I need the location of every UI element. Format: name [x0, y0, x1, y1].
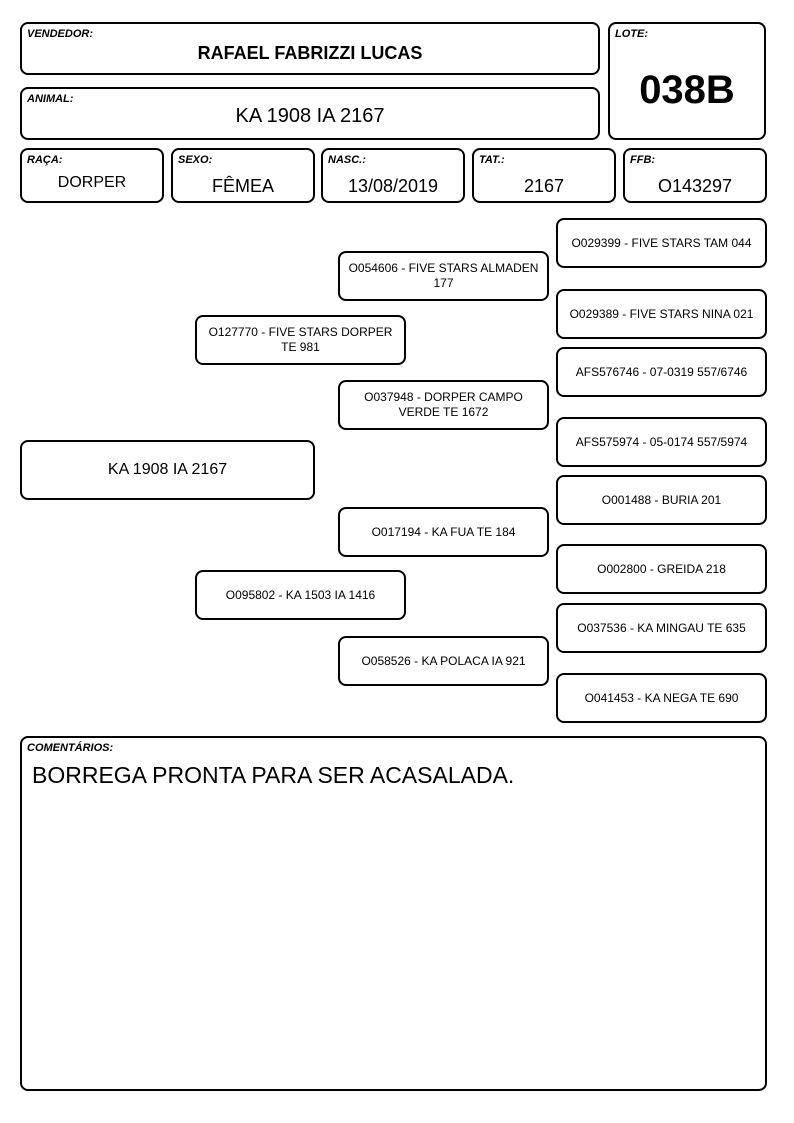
pedigree-animal: KA 1908 IA 2167 [20, 440, 315, 500]
nasc-label: NASC.: [328, 154, 366, 166]
animal-label: ANIMAL: [27, 93, 74, 105]
pedigree-ggp-4-text: AFS575974 - 05-0174 557/5974 [575, 434, 748, 449]
tat-value: 2167 [523, 176, 565, 196]
animal-box: ANIMAL: KA 1908 IA 2167 [20, 87, 600, 140]
pedigree-ggp-3: AFS576746 - 07-0319 557/6746 [556, 347, 767, 397]
pedigree-ggp-2: O029389 - FIVE STARS NINA 021 [556, 289, 767, 339]
pedigree-sire-dam: O037948 - DORPER CAMPO VERDE TE 1672 [338, 380, 549, 430]
vendedor-value: RAFAEL FABRIZZI LUCAS [197, 43, 423, 63]
nasc-value: 13/08/2019 [347, 176, 439, 196]
pedigree-ggp-4: AFS575974 - 05-0174 557/5974 [556, 417, 767, 467]
pedigree-ggp-7: O037536 - KA MINGAU TE 635 [556, 603, 767, 653]
comentarios-label: COMENTÁRIOS: [27, 742, 114, 754]
tat-label: TAT.: [479, 154, 505, 166]
vendedor-label: VENDEDOR: [27, 28, 94, 40]
sexo-box: SEXO: FÊMEA [171, 148, 315, 203]
pedigree-dam-sire: O017194 - KA FUA TE 184 [338, 507, 549, 557]
pedigree-ggp-2-text: O029389 - FIVE STARS NINA 021 [569, 306, 754, 321]
pedigree-dam-dam: O058526 - KA POLACA IA 921 [338, 636, 549, 686]
pedigree-dam-dam-text: O058526 - KA POLACA IA 921 [361, 653, 526, 668]
pedigree-sire-sire-text: O054606 - FIVE STARS ALMADEN 177 [348, 261, 539, 290]
pedigree-ggp-6: O002800 - GREIDA 218 [556, 544, 767, 594]
pedigree-ggp-1: O029399 - FIVE STARS TAM 044 [556, 218, 767, 268]
lote-box: LOTE: 038B [608, 22, 766, 140]
pedigree-ggp-5-text: O001488 - BURIA 201 [601, 492, 722, 507]
pedigree-dam: O095802 - KA 1503 IA 1416 [195, 570, 406, 620]
pedigree-ggp-8: O041453 - KA NEGA TE 690 [556, 673, 767, 723]
ffb-label: FFB: [630, 154, 656, 166]
comentarios-box: COMENTÁRIOS: BORREGA PRONTA PARA SER ACA… [20, 736, 767, 1091]
vendedor-box: VENDEDOR: RAFAEL FABRIZZI LUCAS [20, 22, 600, 75]
pedigree-ggp-6-text: O002800 - GREIDA 218 [597, 561, 726, 576]
pedigree-ggp-8-text: O041453 - KA NEGA TE 690 [584, 690, 739, 705]
comentarios-value: BORREGA PRONTA PARA SER ACASALADA. [32, 762, 515, 788]
animal-value: KA 1908 IA 2167 [235, 105, 385, 127]
raca-value: DORPER [57, 174, 127, 191]
raca-label: RAÇA: [27, 154, 63, 166]
pedigree-ggp-3-text: AFS576746 - 07-0319 557/6746 [575, 364, 748, 379]
pedigree-sire-text: O127770 - FIVE STARS DORPER TE 981 [208, 325, 393, 354]
pedigree-dam-sire-text: O017194 - KA FUA TE 184 [371, 524, 516, 539]
lote-value: 038B [639, 68, 735, 112]
pedigree-ggp-7-text: O037536 - KA MINGAU TE 635 [577, 620, 746, 635]
pedigree-ggp-1-text: O029399 - FIVE STARS TAM 044 [571, 235, 752, 250]
ffb-box: FFB: O143297 [623, 148, 767, 203]
pedigree-animal-text: KA 1908 IA 2167 [107, 461, 228, 478]
pedigree-sire-dam-text: O037948 - DORPER CAMPO VERDE TE 1672 [364, 390, 523, 419]
sexo-value: FÊMEA [211, 176, 274, 196]
tat-box: TAT.: 2167 [472, 148, 616, 203]
pedigree-sire-sire: O054606 - FIVE STARS ALMADEN 177 [338, 251, 549, 301]
sexo-label: SEXO: [178, 154, 213, 166]
pedigree-ggp-5: O001488 - BURIA 201 [556, 475, 767, 525]
pedigree-sire: O127770 - FIVE STARS DORPER TE 981 [195, 315, 406, 365]
ffb-value: O143297 [657, 176, 733, 196]
lote-label: LOTE: [615, 28, 648, 40]
raca-box: RAÇA: DORPER [20, 148, 164, 203]
pedigree-dam-text: O095802 - KA 1503 IA 1416 [225, 587, 376, 602]
nasc-box: NASC.: 13/08/2019 [321, 148, 465, 203]
